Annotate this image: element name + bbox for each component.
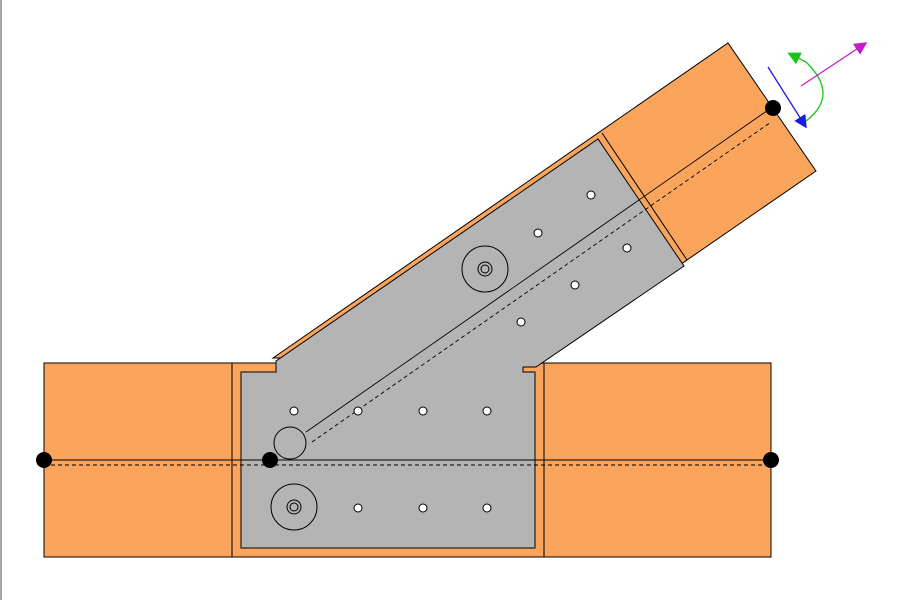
nodes[interactable]: [36, 100, 781, 468]
rotate-arrow-icon[interactable]: [787, 52, 824, 122]
hole: [570, 280, 580, 290]
bolt-lower[interactable]: [270, 483, 318, 531]
transform-gizmo[interactable]: [767, 42, 868, 129]
hole: [516, 317, 526, 327]
diagonal-axis-dashed: [311, 121, 772, 443]
node-left[interactable]: [36, 452, 52, 468]
hole: [482, 503, 492, 513]
hole: [353, 406, 363, 416]
node-right[interactable]: [763, 452, 779, 468]
move-axis-arrow-icon[interactable]: [767, 66, 807, 129]
hole: [482, 406, 492, 416]
bolt-upper[interactable]: [461, 245, 509, 293]
large-hole: [273, 426, 307, 460]
hole: [533, 228, 543, 238]
node-center[interactable]: [262, 452, 278, 468]
steel-plate-body[interactable]: [240, 138, 685, 549]
hole: [353, 503, 363, 513]
viewport-left-border: [0, 0, 2, 600]
plate-holes: [289, 190, 632, 513]
steel-plate[interactable]: [240, 138, 685, 549]
member-axes: [44, 107, 772, 466]
diagonal-axis-solid: [305, 107, 772, 433]
hole: [586, 190, 596, 200]
hole: [622, 243, 632, 253]
move-axis-arrow-icon[interactable]: [800, 42, 868, 87]
hole: [289, 406, 299, 416]
hole: [418, 406, 428, 416]
hole: [418, 503, 428, 513]
node-diagonal-end[interactable]: [765, 100, 781, 116]
